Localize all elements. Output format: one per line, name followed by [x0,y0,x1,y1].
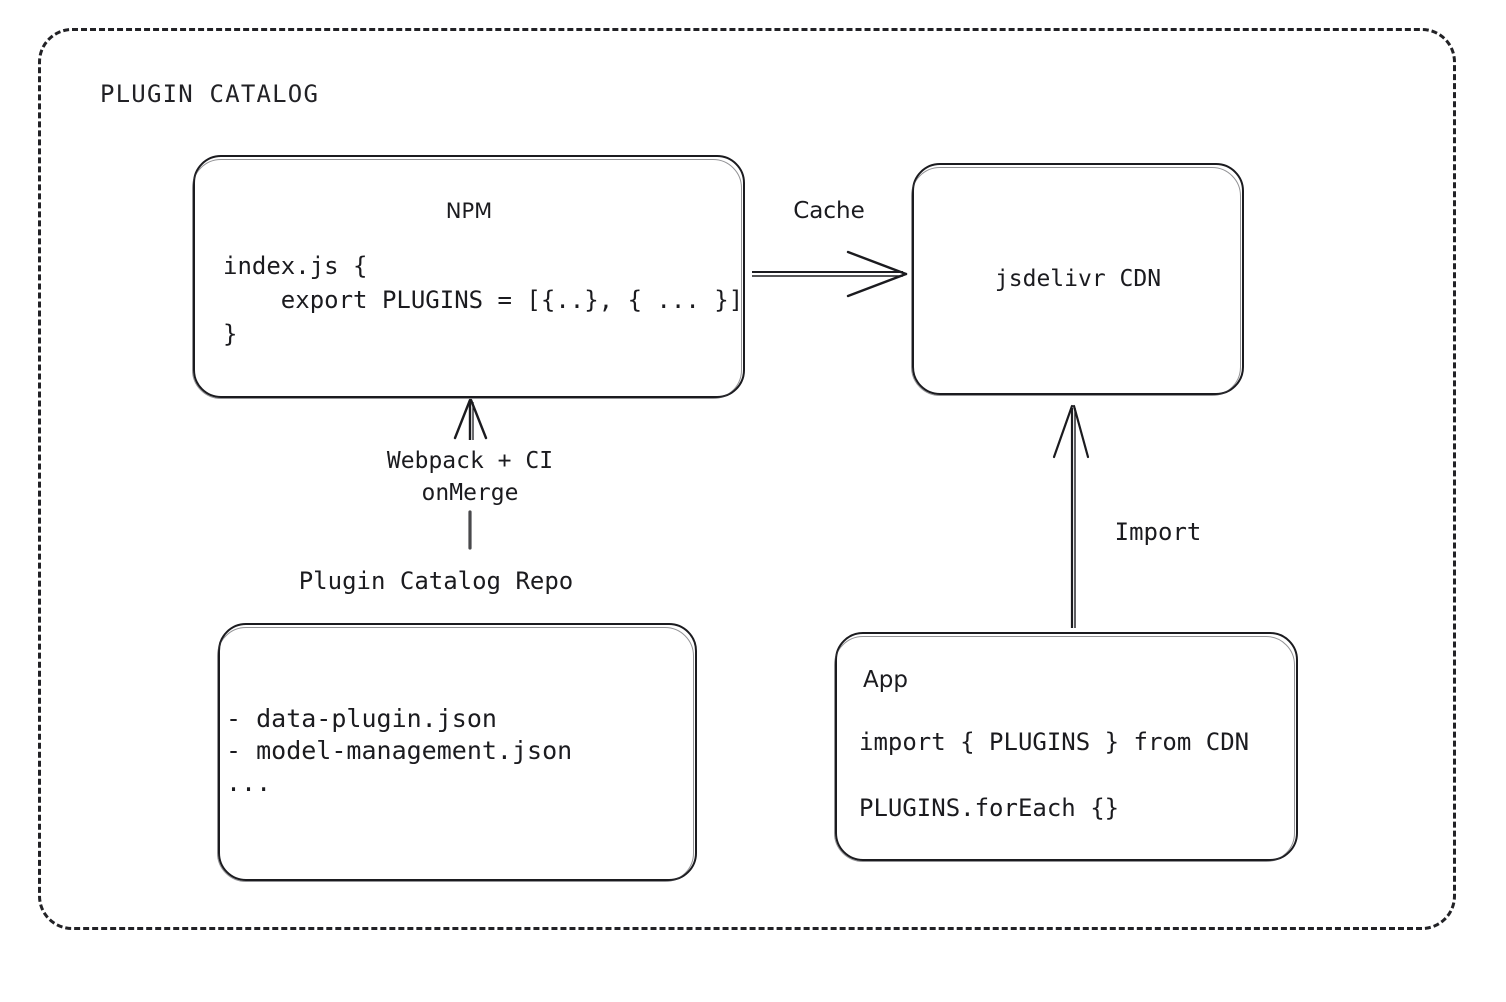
npm-title: NPM [445,199,493,223]
node-app[interactable]: App import { PLUGINS } from CDN PLUGINS.… [834,632,1298,862]
node-npm[interactable]: NPM index.js { export PLUGINS = [{..}, {… [192,155,745,399]
repo-file-list: - data-plugin.json - model-management.js… [226,704,573,797]
repo-caption: Plugin Catalog Repo [298,567,574,595]
node-jsdelivr-cdn[interactable]: jsdelivr CDN [911,163,1244,396]
edge-label-import: Import [1114,518,1202,546]
node-plugin-catalog-repo[interactable]: - data-plugin.json - model-management.js… [217,623,697,882]
cdn-label: jsdelivr CDN [994,266,1162,292]
plugin-catalog-frame [38,28,1456,930]
app-foreach-line: PLUGINS.forEach {} [859,794,1120,822]
edge-label-webpack-ci: Webpack + CI onMerge [386,448,554,506]
npm-code-block: index.js { export PLUGINS = [{..}, { ...… [223,252,744,348]
frame-title: PLUGIN CATALOG [100,80,320,108]
app-title: App [863,667,908,693]
edge-label-cache: Cache [793,198,865,224]
app-import-line: import { PLUGINS } from CDN [859,728,1250,756]
